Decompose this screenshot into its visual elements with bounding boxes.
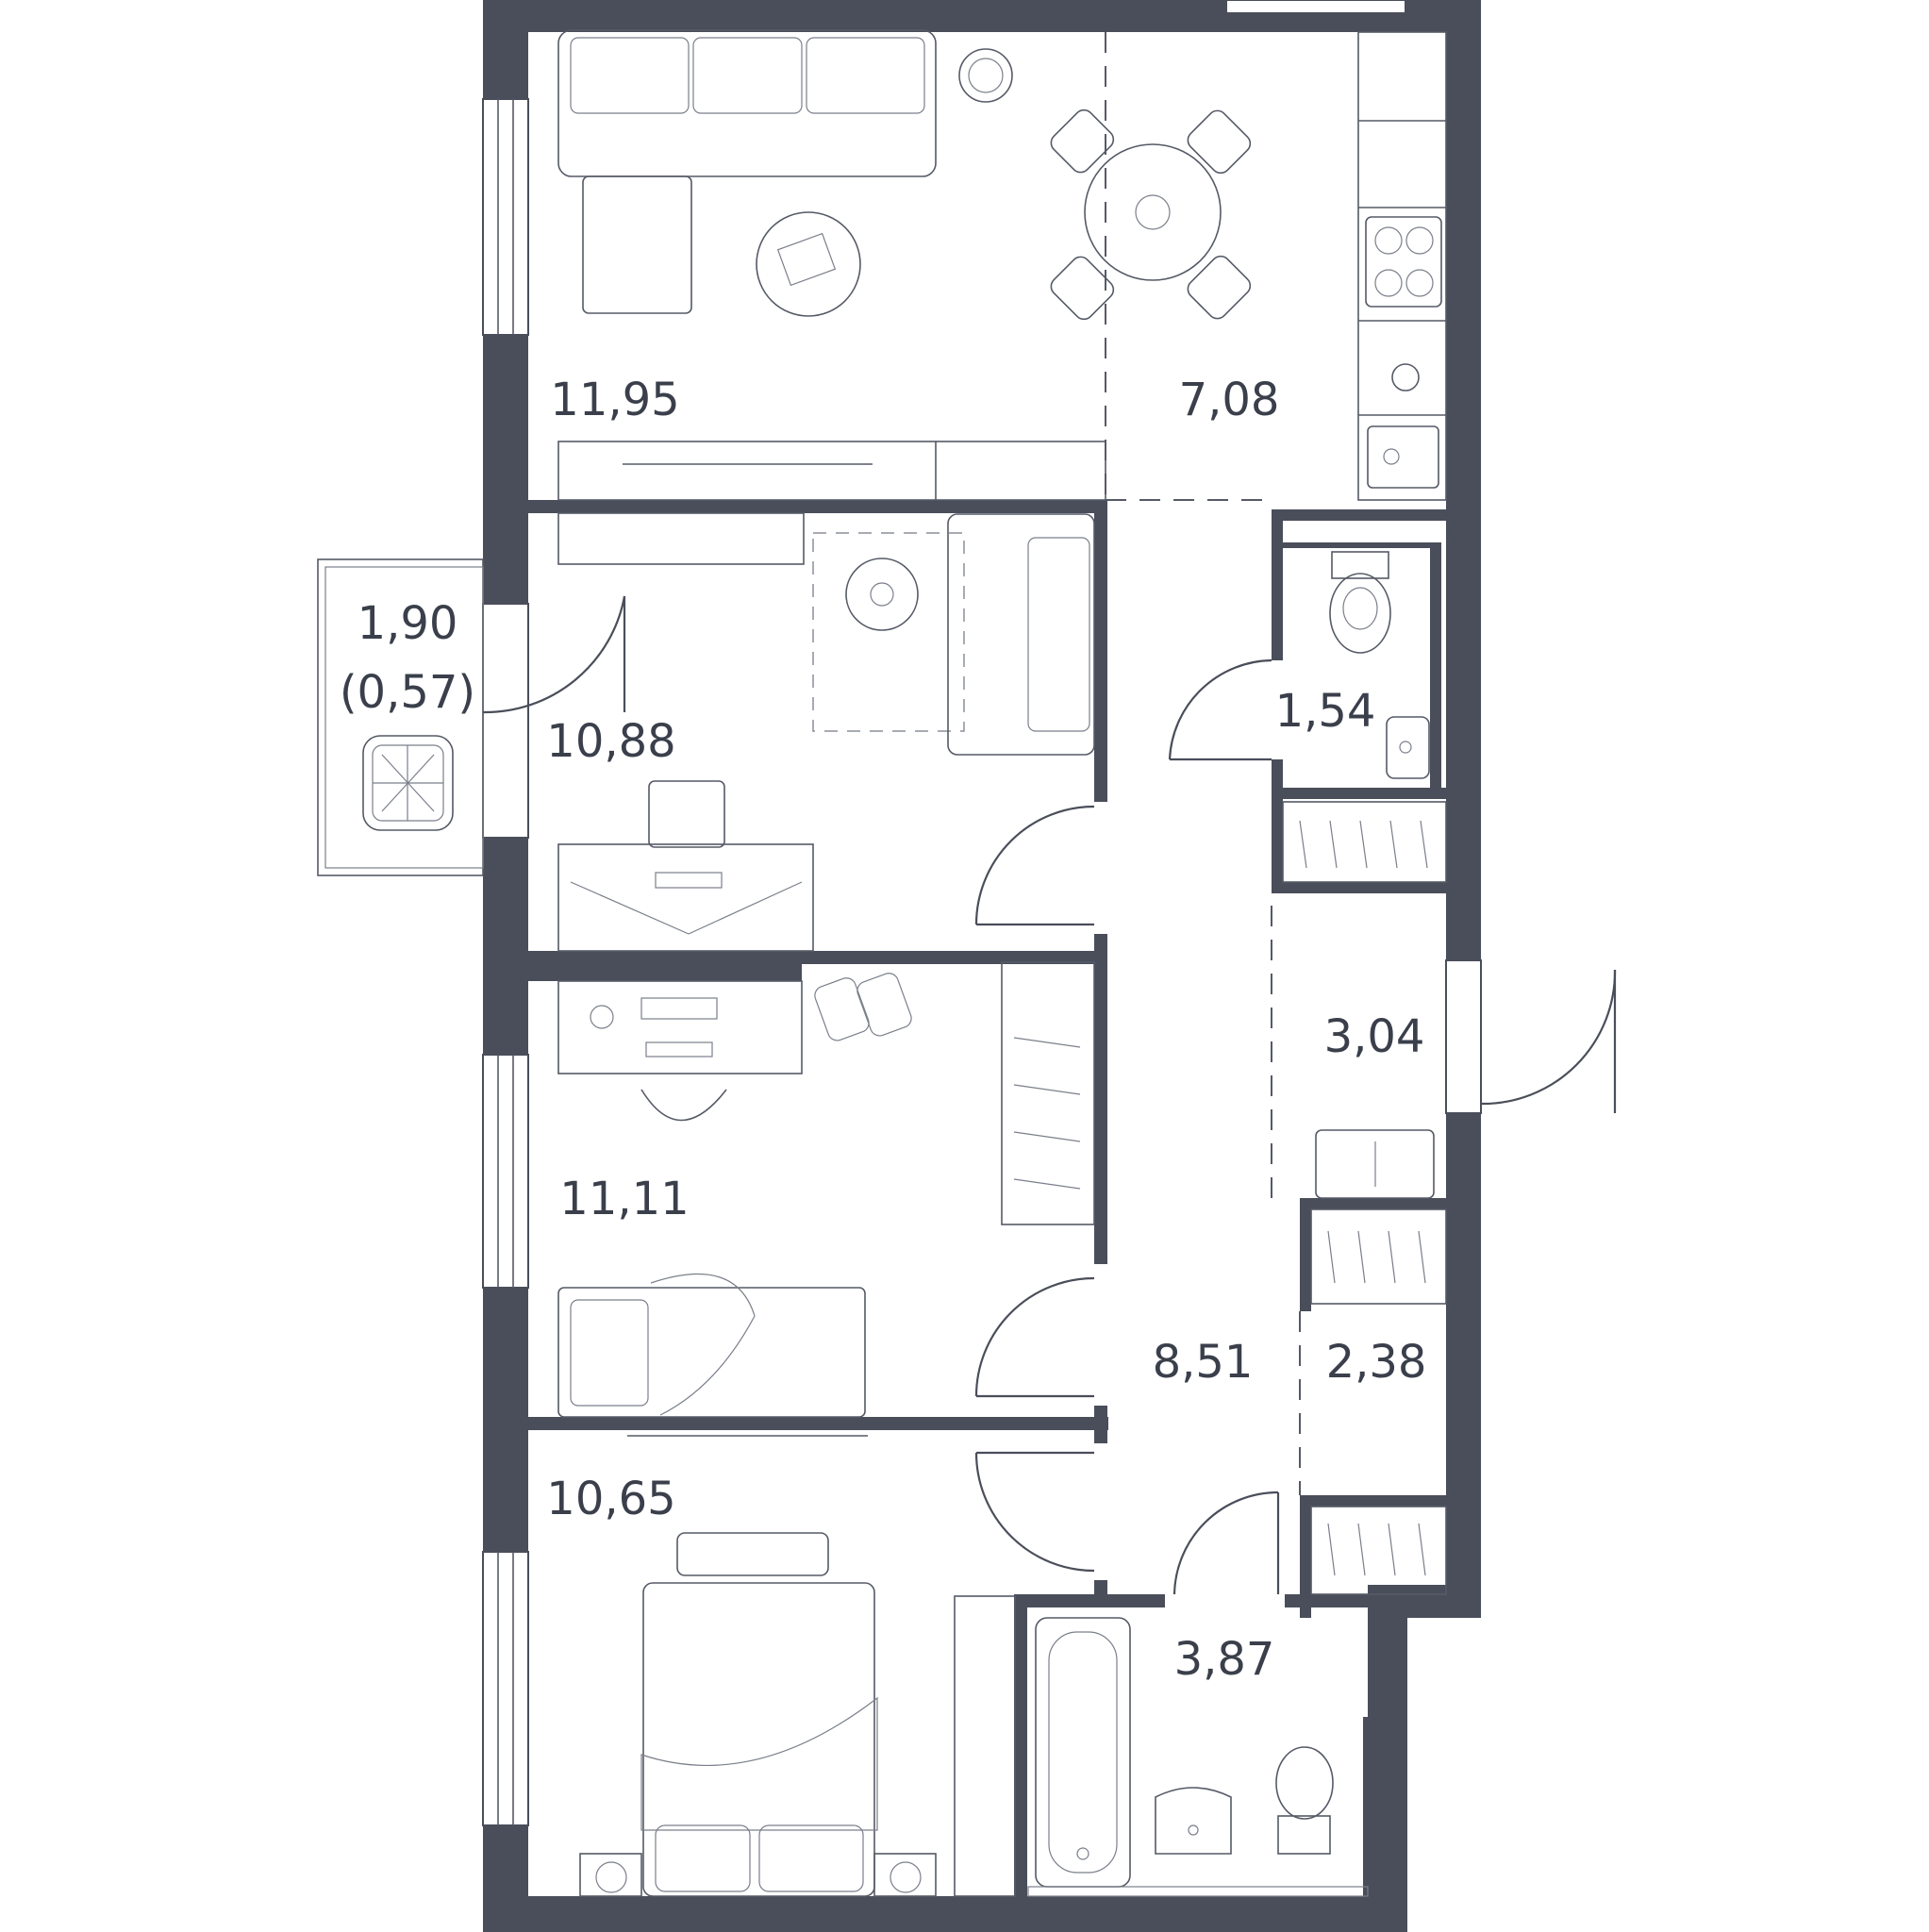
kitchen-area-label: 7,08 xyxy=(1179,374,1280,426)
bedroom-2-area-label: 11,11 xyxy=(559,1173,689,1225)
bathroom-area-label: 3,87 xyxy=(1174,1633,1275,1686)
bedroom-3-area-label: 10,65 xyxy=(546,1473,675,1525)
bedroom-1-furniture xyxy=(557,512,1095,952)
corridor-area-label: 8,51 xyxy=(1153,1336,1254,1389)
living-furniture xyxy=(557,29,1106,501)
entry-furniture xyxy=(1315,1129,1435,1199)
doors xyxy=(482,595,1617,1595)
kitchen-furniture xyxy=(1050,31,1447,501)
wardrobes xyxy=(954,801,1447,1897)
walls xyxy=(483,0,1481,1932)
balcony xyxy=(317,558,484,876)
windows xyxy=(482,0,1482,1826)
entry-area-label: 3,04 xyxy=(1324,1010,1425,1063)
bedroom-3-furniture xyxy=(579,1435,937,1897)
wc-fixtures xyxy=(1329,551,1430,779)
storage-area-label: 2,38 xyxy=(1326,1336,1427,1389)
bedroom-1-area-label: 10,88 xyxy=(546,715,675,768)
balcony-reduced-area-label: (0,57) xyxy=(340,666,475,719)
wc-area-label: 1,54 xyxy=(1275,685,1376,738)
room-labels: 11,95 7,08 1,90 (0,57) 10,88 1,54 3,04 1… xyxy=(340,374,1427,1686)
bedroom-2-furniture xyxy=(557,973,912,1418)
bathroom-fixtures xyxy=(1027,1617,1369,1897)
living-area-label: 11,95 xyxy=(550,374,679,426)
balcony-area-label: 1,90 xyxy=(358,597,458,650)
zone-lines xyxy=(812,32,1301,1495)
